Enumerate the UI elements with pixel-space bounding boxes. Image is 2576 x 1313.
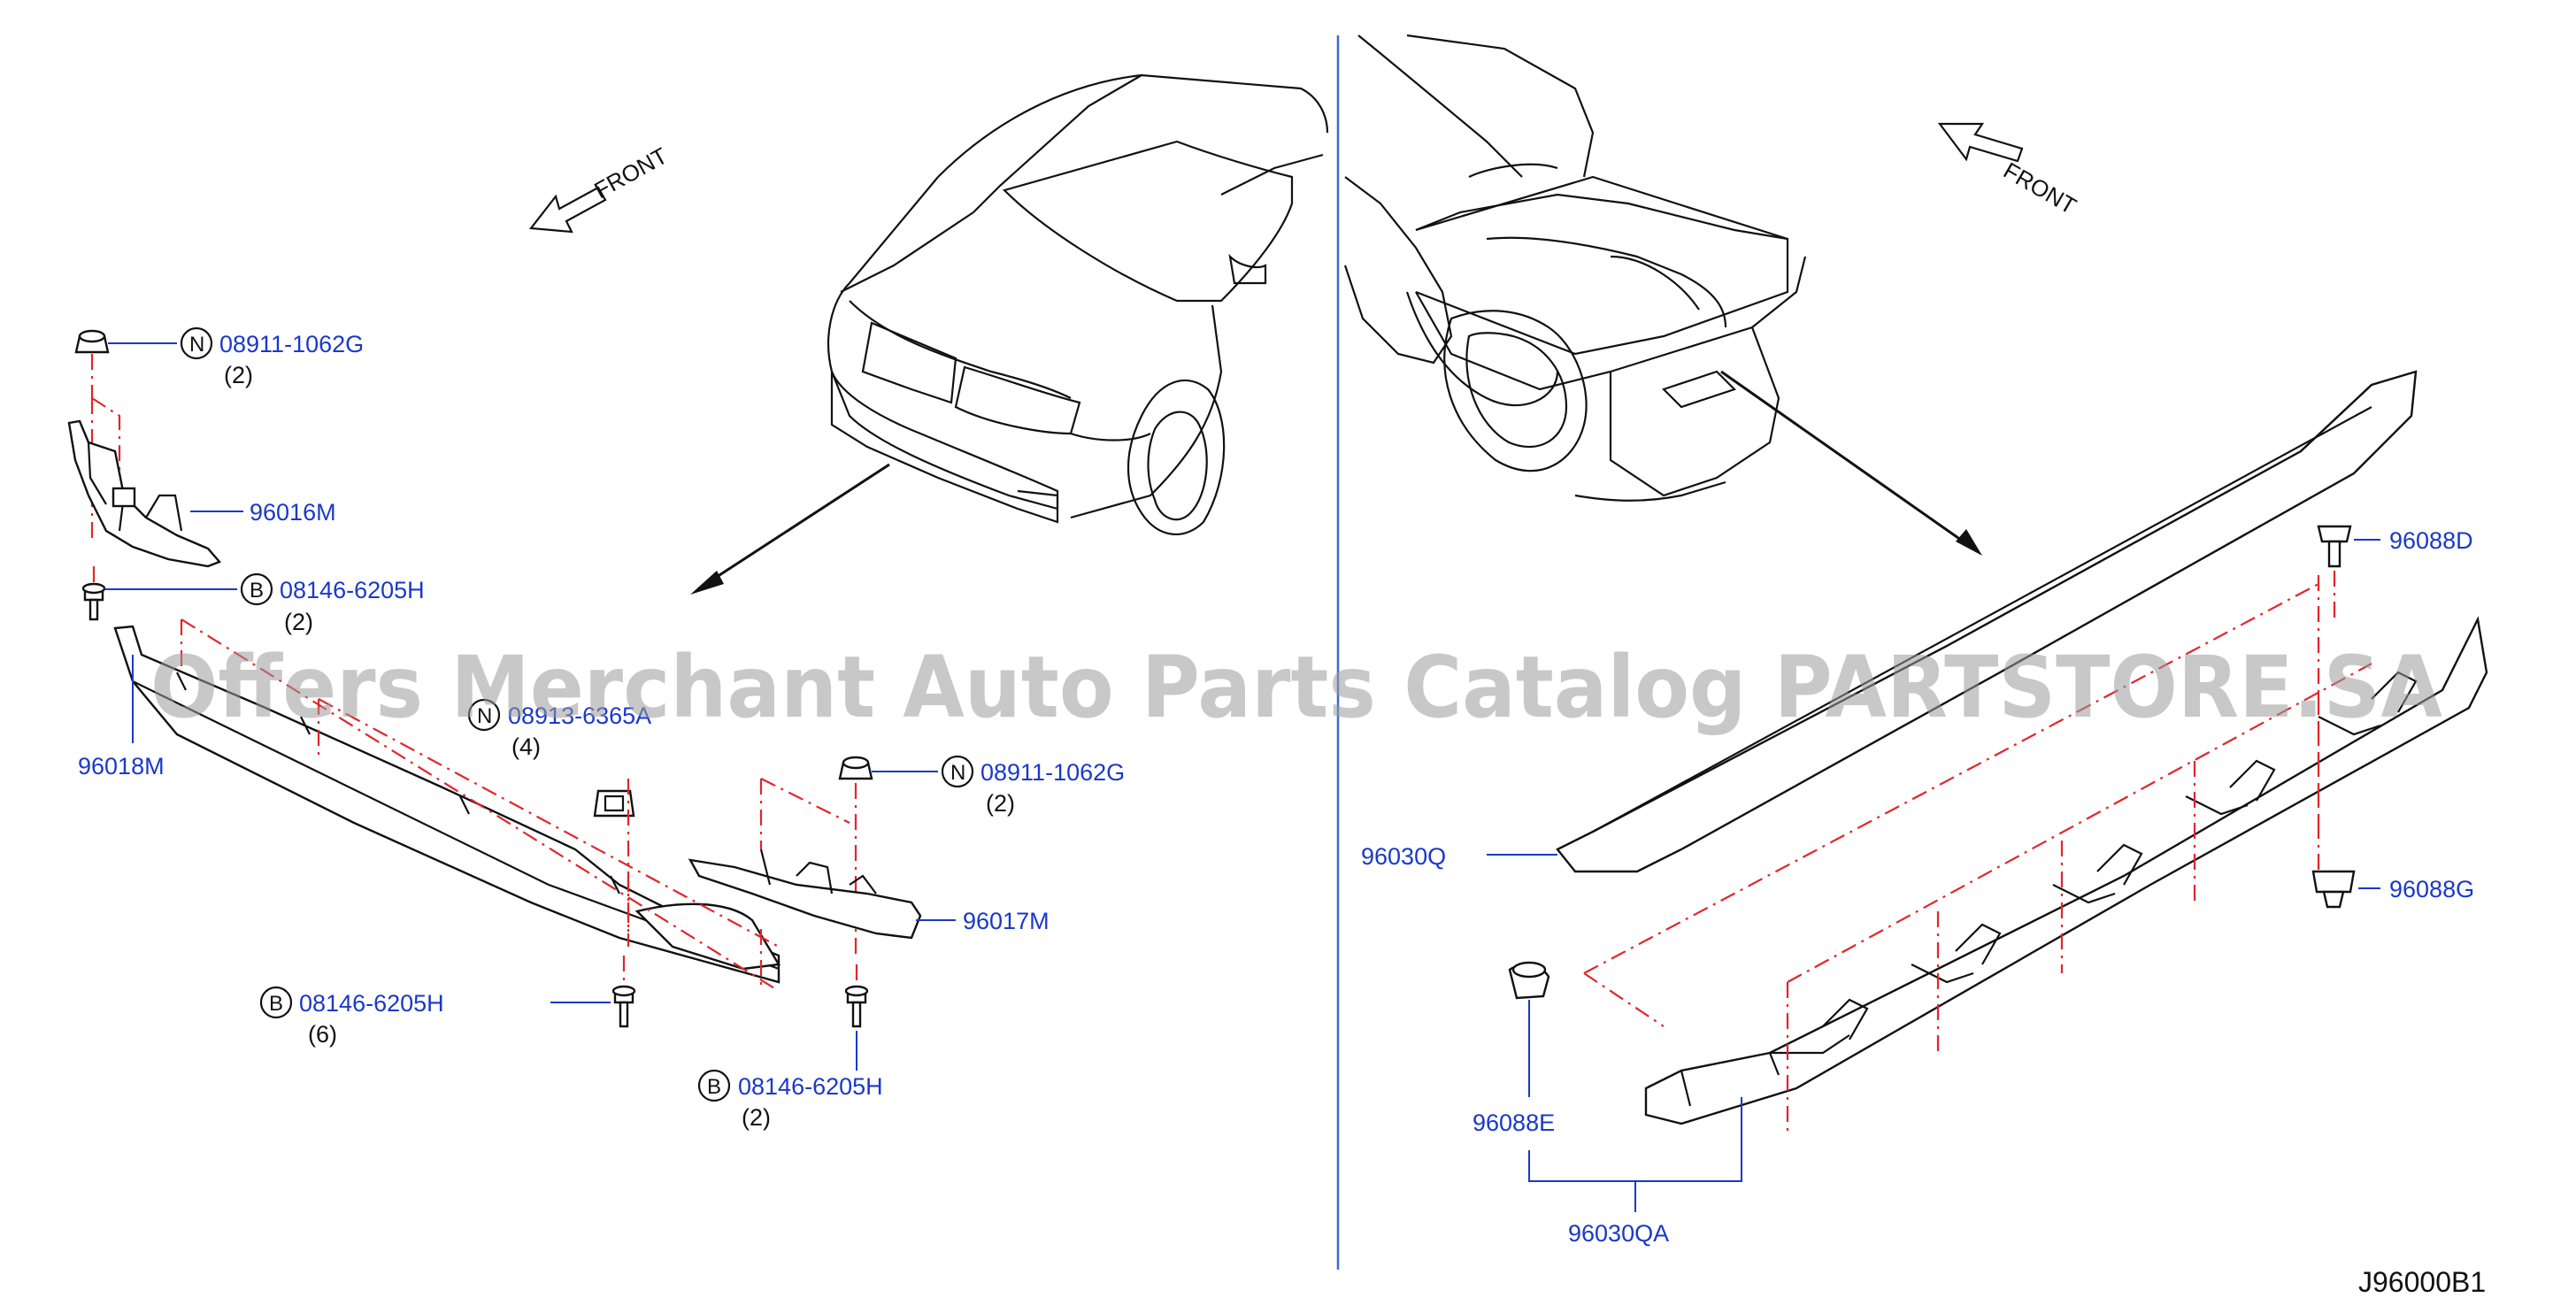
quantity-label: (2) (986, 790, 1015, 817)
quantity-label: (2) (284, 609, 313, 635)
part-number-label[interactable]: 96017M (963, 908, 1050, 934)
part-number-label[interactable]: 08911-1062G (219, 331, 364, 357)
part-number-label[interactable]: 96030Q (1361, 843, 1446, 870)
symbol-circle (180, 326, 213, 360)
front-direction-indicator-2: FRONT (1937, 122, 2081, 219)
symbol-circle (697, 1069, 731, 1102)
rear-vehicle-illustration (1343, 34, 1982, 556)
symbol-circle (240, 572, 273, 606)
part-number-label[interactable]: 96088E (1473, 1110, 1555, 1136)
clip-nut-icon-2 (838, 756, 873, 780)
part-number-label[interactable]: 08913-6365A (508, 703, 651, 729)
part-number-label[interactable]: 96088G (2389, 876, 2474, 902)
symbol-circle (941, 755, 974, 788)
symbol-circle (467, 698, 501, 732)
front-direction-indicator: FRONT (528, 142, 672, 234)
watermark-text: Offers Merchant Auto Parts Catalog PARTS… (150, 638, 2442, 737)
bolt-icon-3 (844, 985, 869, 1028)
diagram-code: J96000B1 (2358, 1266, 2486, 1298)
callout-symbol: N (189, 333, 204, 357)
clip-icon (593, 789, 635, 818)
part-number-label[interactable]: 08146-6205H (280, 577, 425, 603)
symbol-circle (259, 986, 293, 1019)
bracket-part-96017M (688, 848, 922, 940)
callout-symbol: B (250, 579, 264, 603)
callout-symbol: N (950, 761, 965, 785)
quantity-label: (4) (511, 733, 541, 760)
part-number-label[interactable]: 08146-6205H (738, 1073, 883, 1100)
callout-symbol: B (269, 992, 283, 1016)
quantity-label: (6) (308, 1021, 337, 1048)
clip-icon-96088D (2317, 525, 2352, 568)
quantity-label: (2) (224, 362, 253, 388)
callout-symbol: N (477, 704, 492, 728)
front-vehicle-illustration (690, 73, 1329, 595)
step-panel-96030QA (1644, 616, 2488, 1125)
clip-nut-icon (74, 329, 110, 354)
front-label: FRONT (589, 142, 672, 204)
quantity-label: (2) (742, 1104, 771, 1131)
bracket-part-96016M (67, 419, 222, 568)
front-label-2: FRONT (1999, 157, 2081, 219)
clip-icon-96088G (2311, 870, 2356, 909)
bolt-icon (81, 582, 106, 621)
part-number-label[interactable]: 08146-6205H (299, 990, 444, 1017)
part-number-label[interactable]: 96018M (78, 753, 165, 779)
callout-symbol: B (707, 1075, 721, 1099)
arrow-head-icon-2 (1956, 529, 1982, 556)
clip-icon-96088E (1508, 961, 1550, 1000)
part-number-label[interactable]: 96030QA (1568, 1220, 1669, 1247)
lower-molding-96018M (113, 625, 780, 984)
part-number-label[interactable]: 08911-1062G (980, 759, 1125, 786)
sill-cover-96030Q (1556, 370, 2418, 873)
part-number-label[interactable]: 96016M (250, 499, 336, 526)
bolt-icon-2 (611, 985, 636, 1028)
part-number-label[interactable]: 96088D (2389, 527, 2473, 554)
arrow-head-icon (690, 571, 724, 595)
